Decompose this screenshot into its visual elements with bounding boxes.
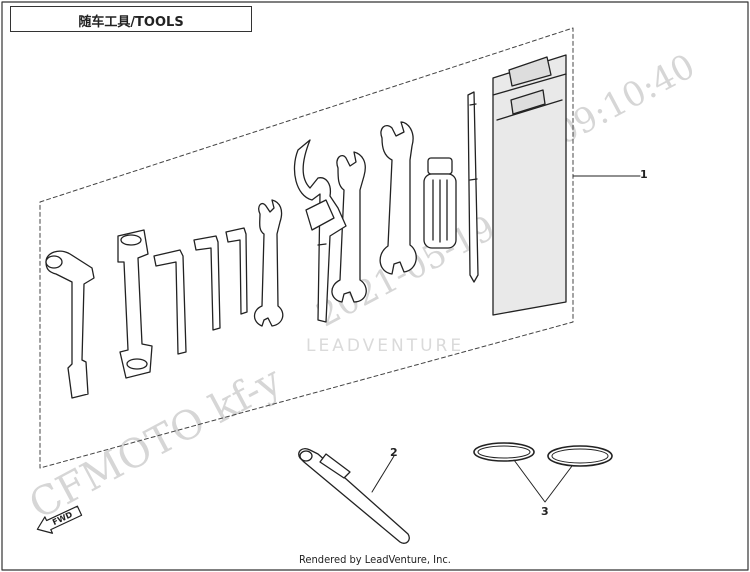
tube-socket-wrench <box>117 229 153 379</box>
screwdriver-handle <box>423 157 457 249</box>
footer-credit: Rendered by LeadVenture, Inc. <box>299 553 451 566</box>
screwdriver <box>467 91 479 283</box>
kit-group-box <box>39 27 574 469</box>
l-socket-wrench <box>45 250 95 399</box>
title-box: 随车工具/TOOLS <box>10 6 252 32</box>
wrench-medium <box>331 151 367 303</box>
wrench-small <box>253 199 284 327</box>
tool-pouch <box>492 54 567 316</box>
leader-line-3 <box>513 459 573 503</box>
hex-key-medium <box>193 235 221 331</box>
page-title: 随车工具/TOOLS <box>78 15 184 30</box>
leader-line-2 <box>371 455 395 493</box>
tool-handle-bar <box>298 448 410 544</box>
fwd-arrow-icon <box>36 505 83 534</box>
callout-1: 1 <box>640 168 648 181</box>
callout-3: 3 <box>541 505 549 518</box>
callout-2: 2 <box>390 446 398 459</box>
hook-spanner <box>293 139 347 323</box>
o-ring-right <box>547 445 613 467</box>
hex-key-small <box>225 227 248 315</box>
watermark-leadventure: LEADVENTURE <box>306 336 465 356</box>
hex-key-large <box>153 249 187 355</box>
wrench-large-2 <box>379 121 417 275</box>
o-ring-left <box>473 442 535 462</box>
